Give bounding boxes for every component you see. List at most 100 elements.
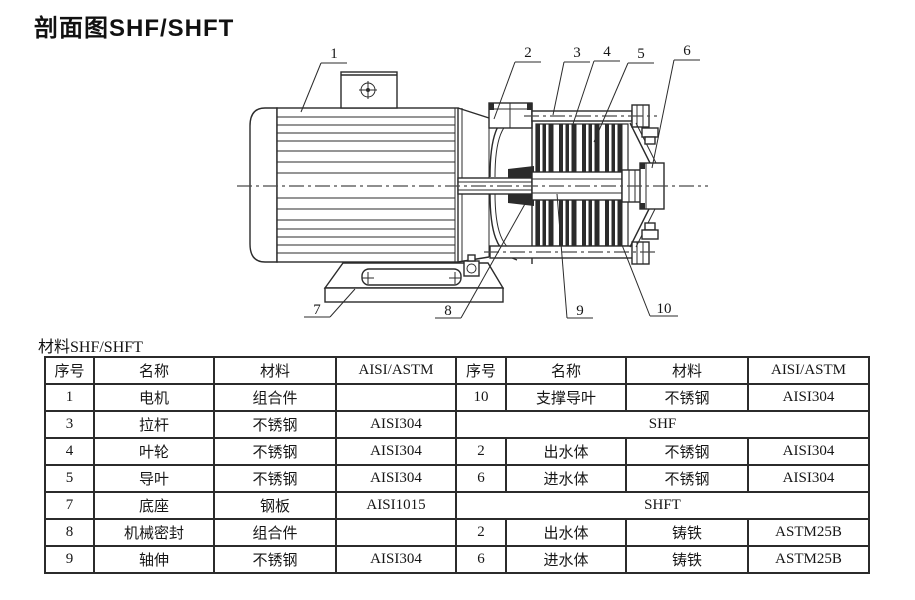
callout-3: 3 — [552, 45, 590, 116]
col-header-aisi-left: AISI/ASTM — [335, 356, 457, 385]
cell: 组合件 — [213, 518, 337, 547]
cell-merged-shft: SHFT — [455, 491, 870, 520]
cell: 2 — [455, 518, 507, 547]
callout-number: 3 — [573, 45, 581, 61]
cell: 9 — [44, 545, 95, 574]
cell: 5 — [44, 464, 95, 493]
cell: AISI304 — [335, 437, 457, 466]
page-title: 剖面图SHF/SHFT — [34, 15, 235, 42]
callout-number: 10 — [657, 301, 672, 317]
col-header-no-right: 序号 — [455, 356, 507, 385]
cell: 支撑导叶 — [505, 383, 627, 412]
table-header-row: 序号 名称 材料 AISI/ASTM 序号 名称 材料 AISI/ASTM — [44, 356, 870, 385]
cell: 出水体 — [505, 518, 627, 547]
callout-7: 7 — [304, 288, 356, 318]
cell: 6 — [455, 545, 507, 574]
terminal-box-bolt-icon — [359, 81, 377, 99]
cell-merged-shf: SHF — [455, 410, 870, 439]
tie-rod-top — [524, 104, 657, 128]
callout-10: 10 — [621, 244, 678, 317]
cell: 2 — [455, 437, 507, 466]
callout-number: 1 — [330, 46, 338, 62]
cell: 8 — [44, 518, 95, 547]
drain-plug — [463, 254, 480, 277]
callout-6: 6 — [651, 43, 700, 169]
callout-1: 1 — [300, 46, 347, 113]
tie-rod-bottom — [484, 241, 657, 265]
end-bolts — [641, 127, 659, 240]
cell: 6 — [455, 464, 507, 493]
cell: 机械密封 — [93, 518, 215, 547]
cell: 钢板 — [213, 491, 337, 520]
mechanical-seal — [508, 166, 534, 178]
col-header-no-left: 序号 — [44, 356, 95, 385]
materials-table: 序号 名称 材料 AISI/ASTM 序号 名称 材料 AISI/ASTM 1 … — [44, 356, 870, 574]
table-row: 4 叶轮 不锈钢 AISI304 2 出水体 不锈钢 AISI304 — [44, 437, 870, 466]
cell: 不锈钢 — [625, 383, 749, 412]
col-header-aisi-right: AISI/ASTM — [747, 356, 870, 385]
cell: 组合件 — [213, 383, 337, 412]
callout-number: 8 — [444, 303, 452, 319]
cell: AISI304 — [747, 437, 870, 466]
table-row: 8 机械密封 组合件 2 出水体 铸铁 ASTM25B — [44, 518, 870, 547]
callout-number: 9 — [576, 303, 584, 319]
cell: AISI304 — [335, 545, 457, 574]
callout-2: 2 — [493, 45, 541, 120]
pump-cross-section-diagram: 1 2 3 4 5 6 7 — [228, 40, 712, 332]
callout-9: 9 — [556, 193, 593, 319]
cell: 7 — [44, 491, 95, 520]
cell: ASTM25B — [747, 518, 870, 547]
cell: 1 — [44, 383, 95, 412]
stage-stack-top — [535, 123, 629, 178]
cell: 底座 — [93, 491, 215, 520]
callout-number: 2 — [524, 45, 532, 61]
col-header-name-left: 名称 — [93, 356, 215, 385]
col-header-material-left: 材料 — [213, 356, 337, 385]
stage-stack-bottom — [535, 193, 629, 247]
callout-number: 5 — [637, 46, 645, 62]
cell: 10 — [455, 383, 507, 412]
cell: 导叶 — [93, 464, 215, 493]
table-row: 9 轴伸 不锈钢 AISI304 6 进水体 铸铁 ASTM25B — [44, 545, 870, 574]
cell: 4 — [44, 437, 95, 466]
discharge-port — [488, 102, 533, 129]
table-row: 1 电机 组合件 10 支撑导叶 不锈钢 AISI304 — [44, 383, 870, 412]
base-foot — [323, 254, 505, 303]
base-plate — [324, 287, 504, 303]
col-header-name-right: 名称 — [505, 356, 627, 385]
callout-number: 6 — [683, 43, 691, 59]
cell: 不锈钢 — [213, 545, 337, 574]
callout-5: 5 — [593, 46, 654, 143]
cell: 叶轮 — [93, 437, 215, 466]
callout-number: 7 — [313, 302, 321, 318]
cell: 进水体 — [505, 545, 627, 574]
foot-slot — [361, 268, 462, 286]
cell: AISI304 — [747, 464, 870, 493]
callout-4: 4 — [571, 44, 620, 128]
cell: 3 — [44, 410, 95, 439]
cell: 不锈钢 — [625, 464, 749, 493]
cell: 不锈钢 — [213, 437, 337, 466]
cell: AISI1015 — [335, 491, 457, 520]
motor-body — [249, 107, 459, 263]
cell: ASTM25B — [747, 545, 870, 574]
cell — [335, 518, 457, 547]
callout-8: 8 — [435, 194, 531, 319]
table-row: 3 拉杆 不锈钢 AISI304 SHF — [44, 410, 870, 439]
cell: 出水体 — [505, 437, 627, 466]
cell: 电机 — [93, 383, 215, 412]
terminal-box — [340, 71, 398, 109]
cell — [335, 383, 457, 412]
motor-fins — [277, 116, 455, 254]
cell: 不锈钢 — [213, 464, 337, 493]
cell: 不锈钢 — [625, 437, 749, 466]
col-header-material-right: 材料 — [625, 356, 749, 385]
cell: 不锈钢 — [213, 410, 337, 439]
cell: 铸铁 — [625, 545, 749, 574]
table-row: 7 底座 钢板 AISI1015 SHFT — [44, 491, 870, 520]
callout-number: 4 — [603, 44, 611, 60]
cell: AISI304 — [335, 464, 457, 493]
cell: AISI304 — [747, 383, 870, 412]
cell: 拉杆 — [93, 410, 215, 439]
